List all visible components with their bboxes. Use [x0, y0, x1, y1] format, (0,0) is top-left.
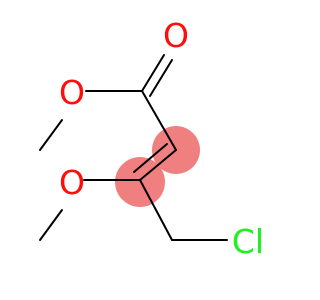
- bonds: [39, 54, 228, 241]
- bond-alkene-double-1: [139, 149, 177, 181]
- oxygen-ester-label: O: [59, 73, 85, 112]
- oxygen-carbonyl-label: O: [163, 16, 189, 55]
- oxygen-methoxy-label: O: [59, 163, 85, 202]
- bond-alkene-to-ch2: [139, 179, 173, 241]
- bond-carbonyl-to-alkene: [141, 90, 177, 151]
- bond-methoxy-methyl: [39, 209, 63, 241]
- atom-labels: O O O Cl: [59, 16, 264, 261]
- molecule-canvas: O O O Cl: [39, 16, 265, 261]
- chlorine-label: Cl: [232, 222, 264, 261]
- molecule-structure: O O O Cl: [39, 16, 264, 261]
- bond-carbonyl-double-1: [141, 54, 165, 92]
- bond-methyl-oxygen: [39, 119, 63, 151]
- bond-alkene-double-2: [133, 143, 168, 173]
- bond-carbonyl-double-2: [149, 59, 173, 97]
